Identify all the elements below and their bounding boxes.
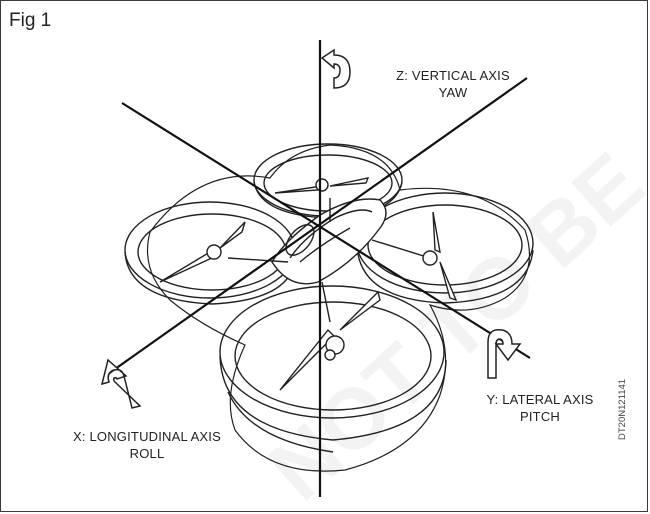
watermark: NOT TO BE [251,135,650,514]
y-axis-title: Y: LATERAL AXIS [470,391,610,408]
y-axis-label: Y: LATERAL AXIS PITCH [470,391,610,425]
z-axis-label: Z: VERTICAL AXIS YAW [362,67,544,101]
figure-code: DT20N121141 [617,390,631,440]
x-axis-title: X: LONGITUDINAL AXIS [42,428,252,445]
z-axis-subtitle: YAW [362,84,544,101]
roll-rotation-arrow-icon [102,360,140,408]
yaw-rotation-arrow-icon [322,50,350,88]
z-axis-title: Z: VERTICAL AXIS [362,67,544,84]
x-axis-subtitle: ROLL [42,445,252,462]
fuselage [272,199,386,284]
y-axis-subtitle: PITCH [470,408,610,425]
x-axis-label: X: LONGITUDINAL AXIS ROLL [42,428,252,462]
svg-text:NOT TO BE: NOT TO BE [251,135,650,514]
